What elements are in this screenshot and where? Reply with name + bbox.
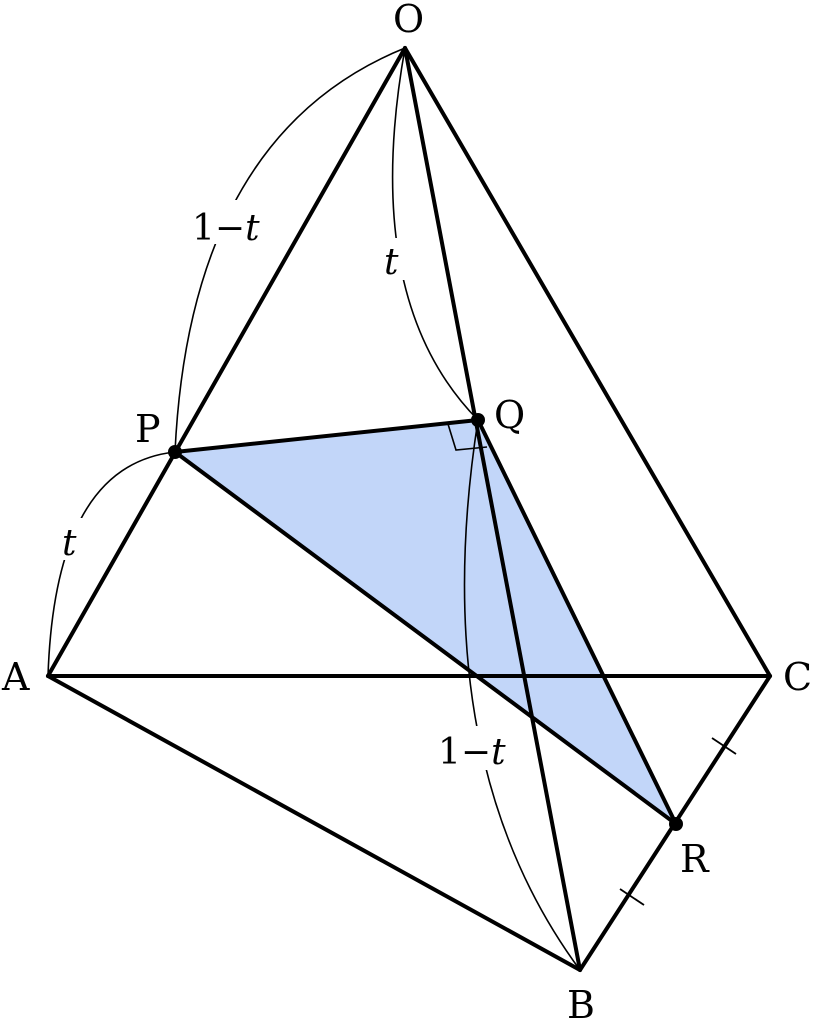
segment-qr [476,418,678,826]
label-p: P [135,407,161,451]
label-r: R [680,837,710,881]
label-b: B [567,983,595,1024]
tick-rc [711,737,737,755]
arc-op [174,47,406,453]
point-r-dot [669,817,683,831]
segment-pq [173,418,480,454]
label-a: A [1,655,30,699]
edge-oc [403,46,772,678]
right-angle-mark [447,423,488,451]
point-p-dot [168,445,182,459]
point-q-dot [471,413,485,427]
length-label-qb: 1−t [438,732,506,773]
edge-ob [403,46,582,972]
edge-oa [46,46,407,678]
triangle-pqr-face [175,420,676,824]
edge-ab [46,674,582,972]
label-c: C [783,655,812,699]
length-label-pa: t [62,523,77,564]
length-label-op: 1−t [192,208,260,249]
arc-pa [47,451,176,677]
length-label-oq: t [384,242,399,283]
label-o: O [393,0,424,41]
tick-br [619,888,645,906]
segment-pr [173,450,678,826]
label-q: Q [494,393,525,437]
